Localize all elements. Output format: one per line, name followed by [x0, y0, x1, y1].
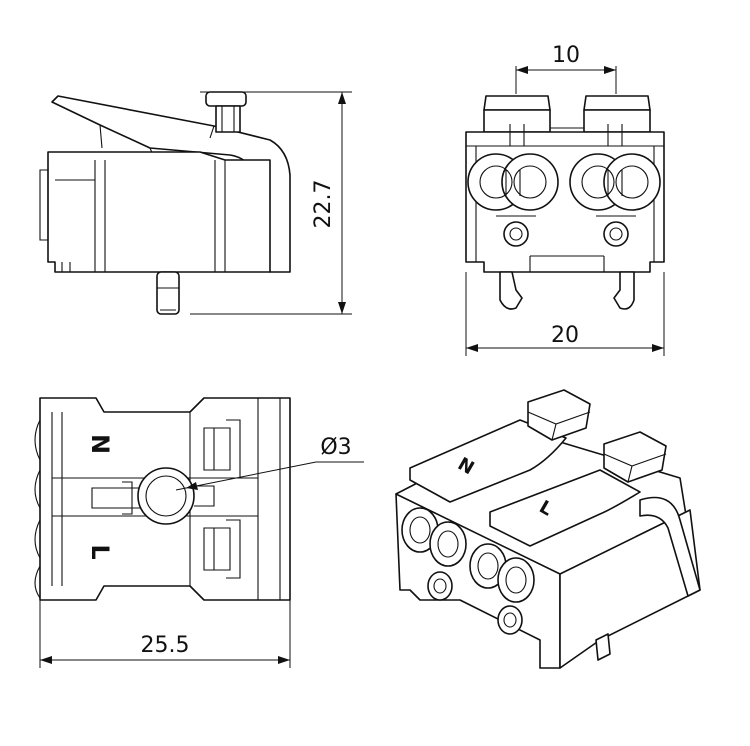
- side-pin: [156, 271, 180, 315]
- side-screw-head: [205, 91, 247, 107]
- side-view: 22.7: [39, 91, 352, 315]
- dim-hole-label: Ø3: [320, 435, 351, 460]
- front-clip-left: [499, 271, 523, 310]
- iso-button-rear: [527, 389, 591, 441]
- front-test-hole-right: [603, 221, 629, 247]
- iso-lever-n: [409, 419, 567, 503]
- front-wire-entries: [467, 153, 661, 211]
- dim-length-label: 25.5: [141, 633, 190, 658]
- side-lever: [51, 95, 291, 273]
- iso-pin: [595, 633, 611, 661]
- side-housing: [47, 151, 271, 273]
- side-screw-body: [215, 105, 241, 133]
- front-clip-right: [613, 271, 635, 310]
- front-view: 10 20: [465, 43, 665, 356]
- iso-button-front: [603, 431, 667, 483]
- dim-width-label: 20: [551, 323, 579, 348]
- marking-n: N: [86, 434, 114, 454]
- marking-l: L: [86, 544, 114, 559]
- front-test-hole-left: [503, 221, 529, 247]
- front-button-right: [583, 95, 651, 111]
- iso-wire-entries: [401, 507, 535, 635]
- front-button-left: [483, 95, 551, 111]
- dim-height-label: 22.7: [311, 180, 336, 229]
- isometric-view: N L: [395, 389, 701, 669]
- dim-spacing-label: 10: [552, 43, 580, 68]
- iso-lever-l: [489, 469, 641, 547]
- top-view: N L Ø3 25.5: [34, 397, 364, 668]
